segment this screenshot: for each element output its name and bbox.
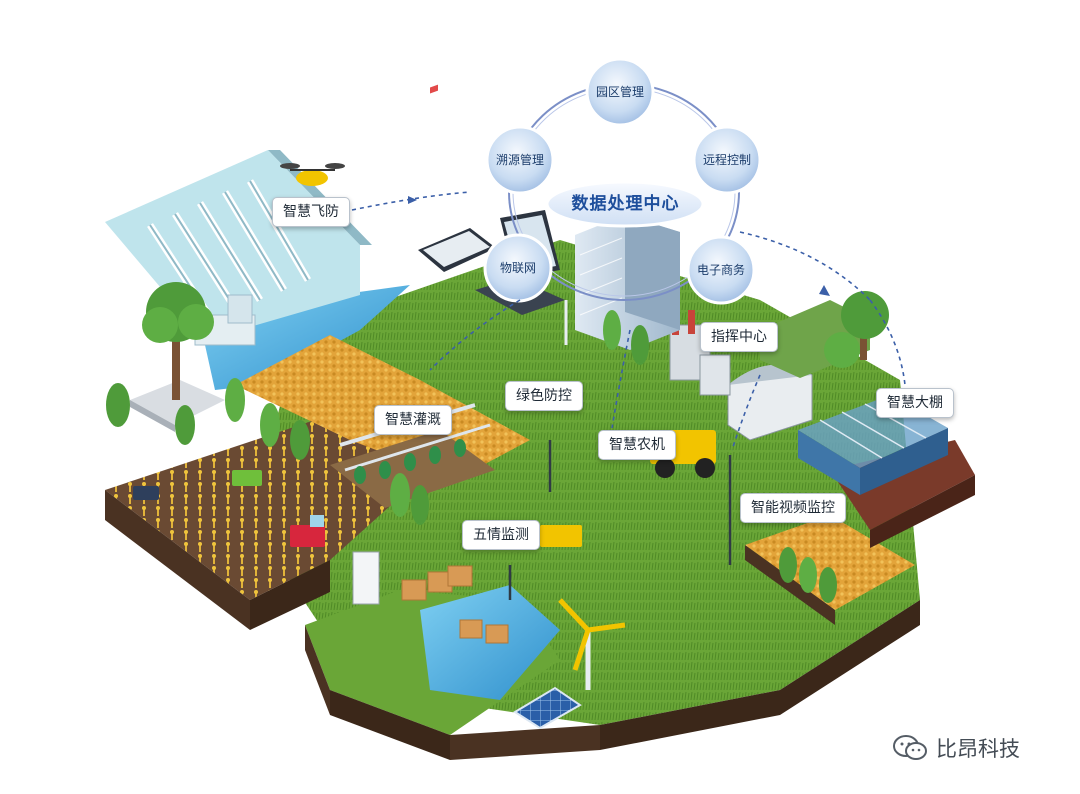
brand-name: 比昂科技 xyxy=(936,737,1020,761)
node-iot: 物联网 xyxy=(499,261,536,275)
trees-right xyxy=(603,291,889,603)
label-drone: 智慧飞防 xyxy=(272,197,350,227)
drone xyxy=(280,163,345,186)
arrow-heads xyxy=(408,196,830,296)
solar-panel xyxy=(513,686,582,730)
connection-arcs xyxy=(351,191,906,451)
node-trace: 溯源管理 xyxy=(495,153,544,167)
node-ecommerce: 电子商务 xyxy=(696,263,745,277)
node-park: 园区管理 xyxy=(595,85,644,99)
label-video: 智能视频监控 xyxy=(740,493,846,523)
node-park-circle xyxy=(585,57,655,127)
label-irrigation: 智慧灌溉 xyxy=(374,405,452,435)
center-ellipse xyxy=(545,180,705,228)
cargo-boxes xyxy=(401,565,509,644)
node-remote: 远程控制 xyxy=(702,153,751,167)
label-monitoring: 五情监测 xyxy=(462,520,540,550)
label-greenhouse: 智慧大棚 xyxy=(876,388,954,418)
data-ring xyxy=(483,57,762,305)
label-machinery: 智慧农机 xyxy=(598,430,676,460)
trees-left xyxy=(106,282,310,460)
label-command: 指挥中心 xyxy=(700,322,778,352)
node-ecommerce-circle xyxy=(686,235,756,305)
node-remote-circle xyxy=(692,125,762,195)
data-center-tower xyxy=(575,215,680,350)
data-center-title: 数据处理中心 xyxy=(571,194,680,214)
node-trace-circle xyxy=(485,125,555,195)
monitoring-poles xyxy=(508,440,732,600)
control-cabinet xyxy=(352,551,380,605)
label-green-control: 绿色防控 xyxy=(505,381,583,411)
wechat-icon xyxy=(893,735,927,760)
brand-watermark: 比昂科技 xyxy=(892,733,1020,763)
wind-turbine xyxy=(558,300,626,690)
